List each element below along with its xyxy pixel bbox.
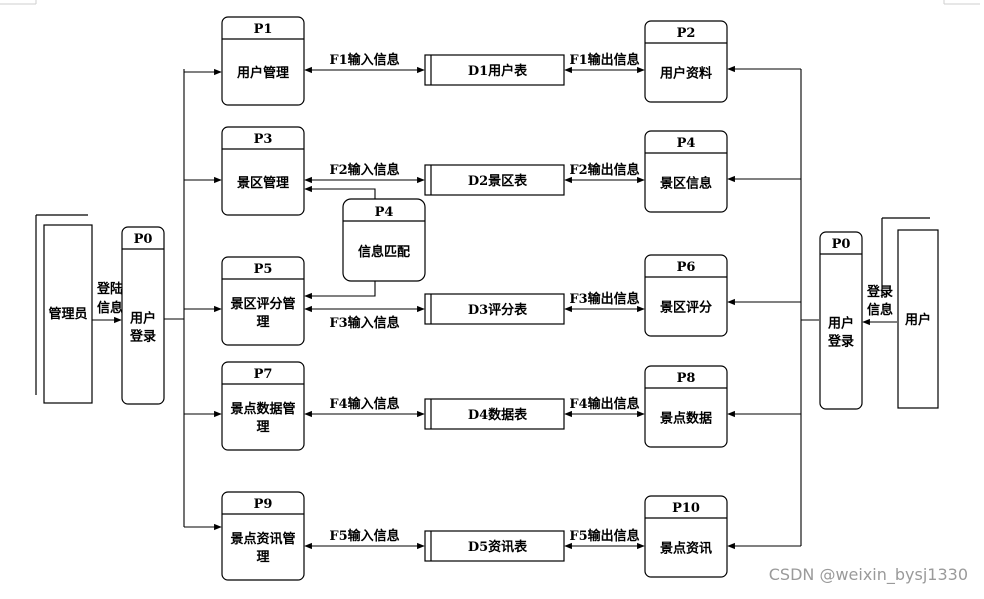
user-entity-shadow xyxy=(881,217,930,298)
p0-right-process-name-0: 用户 xyxy=(827,316,854,332)
input-flow-label-1: F2输入信息 xyxy=(329,162,399,178)
process-p4-info-match-id: P4 xyxy=(375,205,394,220)
admin-entity-box xyxy=(43,224,93,404)
process-p9-left-4-name-1: 理 xyxy=(256,550,269,565)
process-p7-left-3-name-0: 景点数据管 xyxy=(230,401,295,417)
admin-entity-label: 管理员 xyxy=(48,306,87,322)
data-store-0-box xyxy=(424,54,565,86)
process-p4-right-1-id: P4 xyxy=(677,136,696,151)
process-p8-right-3: P8 景点数据 xyxy=(644,365,728,448)
output-flow-label-4: F5输出信息 xyxy=(569,528,639,544)
data-store-1-label: D2景区表 xyxy=(468,173,528,189)
process-p4-info-match: P4 信息匹配 xyxy=(342,198,426,282)
process-p4-right-1-box xyxy=(644,130,728,213)
process-p10-right-4: P10 景点资讯 xyxy=(644,495,728,578)
p0-left-process-name-0: 用户 xyxy=(129,311,156,327)
watermark: CSDN @weixin_bysj1330 xyxy=(769,565,968,585)
process-p2-right-0-name-0: 用户资料 xyxy=(659,66,712,82)
data-store-2-label: D3评分表 xyxy=(468,302,528,318)
process-p7-left-3-id: P7 xyxy=(254,367,273,382)
output-flow-label-1: F2输出信息 xyxy=(569,162,639,178)
user-entity xyxy=(881,217,939,409)
process-p3-left-1-name-0: 景区管理 xyxy=(237,175,289,191)
process-p1-left-0-id: P1 xyxy=(254,22,273,37)
data-store-4: D5资讯表 xyxy=(424,530,565,562)
user-entity-box xyxy=(897,229,939,409)
corner-mark-top-right xyxy=(943,0,980,5)
process-p3-left-1: P3 景区管理 xyxy=(221,126,305,216)
output-flow-label-3: F4输出信息 xyxy=(569,396,639,412)
corner-mark-top-left xyxy=(0,0,37,5)
admin-login-flow-label-2: 信息 xyxy=(97,300,123,316)
data-store-4-box xyxy=(424,530,565,562)
process-p6-right-2-box xyxy=(644,254,728,337)
process-p2-right-0-id: P2 xyxy=(677,26,696,41)
data-store-2: D3评分表 xyxy=(424,293,565,325)
process-p6-right-2-name-0: 景区评分 xyxy=(660,300,712,316)
process-p9-left-4-name-0: 景点资讯管 xyxy=(230,531,295,547)
process-p5-left-2-id: P5 xyxy=(254,262,273,277)
process-p8-right-3-id: P8 xyxy=(677,371,696,386)
process-p5-left-2-name-0: 景区评分管 xyxy=(230,296,295,312)
process-p6-right-2: P6 景区评分 xyxy=(644,254,728,337)
input-flow-label-0: F1输入信息 xyxy=(329,52,399,68)
process-p4-right-1: P4 景区信息 xyxy=(644,130,728,213)
admin-login-flow-label-1: 登陆 xyxy=(96,281,123,297)
p0-left-process-box xyxy=(121,226,165,405)
data-store-2-box xyxy=(424,293,565,325)
p0-right-process-box xyxy=(819,231,863,410)
data-store-1: D2景区表 xyxy=(424,164,565,196)
process-p3-left-1-id: P3 xyxy=(254,132,273,147)
p4-to-scenic-management-arrow xyxy=(304,185,376,199)
p0-right-process-id: P0 xyxy=(832,237,851,252)
input-flow-label-4: F5输入信息 xyxy=(329,528,399,544)
process-p4-right-1-name-0: 景区信息 xyxy=(660,176,712,192)
process-p1-left-0-name-0: 用户管理 xyxy=(236,65,289,81)
process-p10-right-4-name-0: 景点资讯 xyxy=(660,541,712,557)
process-p2-right-0-box xyxy=(644,20,728,103)
process-p10-right-4-box xyxy=(644,495,728,578)
process-p8-right-3-box xyxy=(644,365,728,448)
data-store-3-label: D4数据表 xyxy=(468,407,528,423)
data-store-3-box xyxy=(424,398,565,430)
p0-right-process-name-1: 登录 xyxy=(827,334,854,350)
process-p1-left-0: P1 用户管理 xyxy=(221,16,305,106)
p0-left-process-id: P0 xyxy=(134,232,153,247)
process-p4-info-match-name: 信息匹配 xyxy=(358,244,410,260)
data-store-1-box xyxy=(424,164,565,196)
user-entity-label: 用户 xyxy=(904,312,931,328)
admin-entity xyxy=(35,214,93,404)
input-flow-label-3: F4输入信息 xyxy=(329,396,399,412)
process-p9-left-4-id: P9 xyxy=(254,497,273,512)
data-store-0-label: D1用户表 xyxy=(468,63,528,79)
user-login-flow-label-1: 登录 xyxy=(866,284,893,300)
admin-entity-shadow xyxy=(35,214,88,395)
data-store-4-label: D5资讯表 xyxy=(468,539,528,555)
data-store-3: D4数据表 xyxy=(424,398,565,430)
process-p5-left-2-name-1: 理 xyxy=(256,315,269,330)
output-flow-label-0: F1输出信息 xyxy=(569,52,639,68)
process-p4-info-match-box xyxy=(342,198,426,282)
process-p8-right-3-name-0: 景点数据 xyxy=(660,411,712,427)
process-p6-right-2-id: P6 xyxy=(677,260,696,275)
process-p10-right-4-id: P10 xyxy=(672,501,700,516)
user-login-flow-label-2: 信息 xyxy=(867,302,893,318)
data-store-0: D1用户表 xyxy=(424,54,565,86)
input-flow-label-2: F3输入信息 xyxy=(329,315,399,331)
p0-left-process-name-1: 登录 xyxy=(129,329,156,345)
p4-to-scenic-rating-arrow xyxy=(304,281,376,300)
output-flow-label-2: F3输出信息 xyxy=(569,291,639,307)
process-p7-left-3-name-1: 理 xyxy=(256,420,269,435)
process-p2-right-0: P2 用户资料 xyxy=(644,20,728,103)
